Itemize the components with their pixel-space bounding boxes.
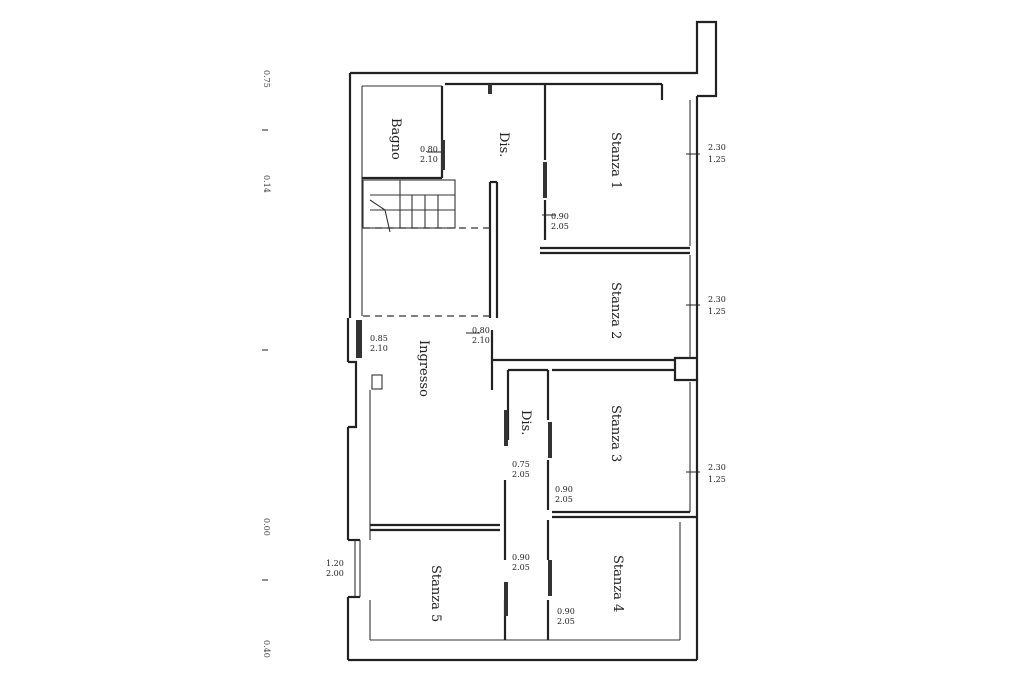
door-stanza1-height: 2.05 <box>551 222 569 231</box>
door-bagno-width: 0.80 <box>420 145 438 154</box>
door-stanza5-width: 0.90 <box>512 553 530 562</box>
window-dimensions: 2.30 1.25 2.30 1.25 2.30 1.25 1.20 2.00 <box>326 143 726 578</box>
door-markers <box>356 84 552 616</box>
window-2-height: 1.25 <box>708 307 726 316</box>
door-stanza4-height: 2.05 <box>557 617 575 626</box>
room-ingresso-label: Ingresso <box>416 340 431 397</box>
window-3-height: 1.25 <box>708 475 726 484</box>
interior-walls <box>362 82 697 640</box>
window-markers <box>427 151 700 473</box>
door-ingresso-left-width: 0.85 <box>370 334 388 343</box>
side-dim-3: 0.00 <box>262 518 271 536</box>
side-dimensions: 0.75 0.14 0.00 0.40 <box>262 70 271 658</box>
room-dis-top-label: Dis. <box>496 132 511 157</box>
door-dis-mid-width: 0.75 <box>512 460 530 469</box>
outer-walls <box>346 20 718 662</box>
room-stanza1-label: Stanza 1 <box>608 132 623 189</box>
entrance-width: 1.20 <box>326 559 344 568</box>
room-labels: Bagno Dis. Stanza 1 Stanza 2 Ingresso Di… <box>388 118 625 622</box>
door-bagno-height: 2.10 <box>420 155 438 164</box>
room-stanza5-label: Stanza 5 <box>428 565 443 622</box>
door-stanza4-width: 0.90 <box>557 607 575 616</box>
side-dim-2: 0.14 <box>262 175 271 193</box>
entrance-window <box>348 538 361 599</box>
door-stanza1-width: 0.90 <box>551 212 569 221</box>
door-ingresso-right-height: 2.10 <box>472 336 490 345</box>
window-1-width: 2.30 <box>708 143 726 152</box>
window-2-width: 2.30 <box>708 295 726 304</box>
room-dis-mid-label: Dis. <box>518 410 533 435</box>
side-dim-4: 0.40 <box>262 640 271 658</box>
door-dis-mid-height: 2.05 <box>512 470 530 479</box>
door-stanza3-height: 2.05 <box>555 495 573 504</box>
door-ingresso-left-height: 2.10 <box>370 344 388 353</box>
room-stanza3-label: Stanza 3 <box>608 405 623 462</box>
window-1-height: 1.25 <box>708 155 726 164</box>
room-bagno-label: Bagno <box>388 118 403 160</box>
door-dimensions: 0.80 2.10 0.90 2.05 0.85 2.10 0.80 2.10 … <box>370 145 575 626</box>
room-stanza2-label: Stanza 2 <box>608 282 623 339</box>
room-stanza4-label: Stanza 4 <box>610 555 625 612</box>
window-3-width: 2.30 <box>708 463 726 472</box>
side-dim-1: 0.75 <box>262 70 271 88</box>
door-ingresso-right-width: 0.80 <box>472 326 490 335</box>
entrance-height: 2.00 <box>326 569 344 578</box>
door-stanza3-width: 0.90 <box>555 485 573 494</box>
door-stanza5-height: 2.05 <box>512 563 530 572</box>
